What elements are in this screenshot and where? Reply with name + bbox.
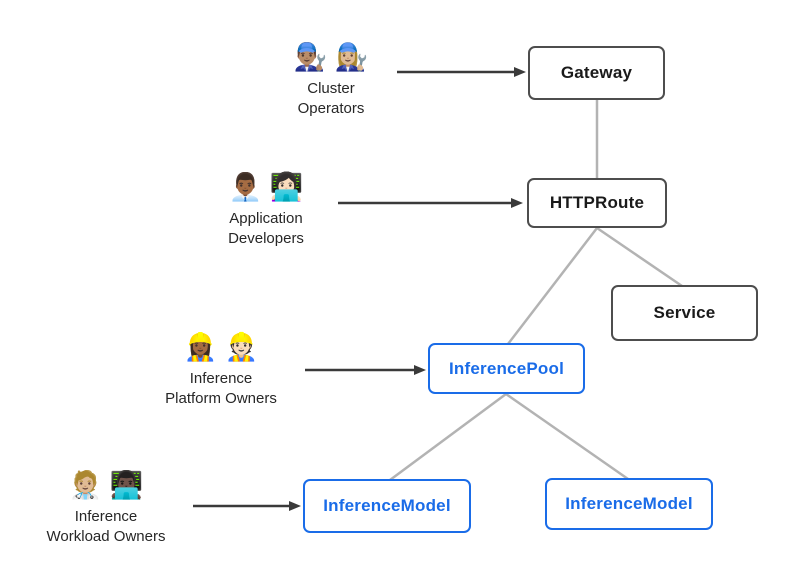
- node-inference-model-right-label: InferenceModel: [565, 494, 693, 513]
- persona-cluster-operators: 👨🏽‍🔧 👩🏼‍🔧 Cluster Operators: [246, 38, 416, 119]
- inference-platform-owners-emoji: 👷🏾‍♀️ 👷🏻: [183, 332, 259, 362]
- persona-application-developers: 👨🏾‍💼 👩🏻‍💻 Application Developers: [181, 168, 351, 249]
- inference-platform-owners-label: Inference Platform Owners: [165, 370, 277, 407]
- node-inference-pool: InferencePool: [428, 343, 585, 394]
- node-httproute: HTTPRoute: [527, 178, 667, 228]
- edge-inferencepool-inferencemodel-right: [505, 392, 629, 481]
- node-service: Service: [611, 285, 758, 341]
- inference-workload-owners-label: Inference Workload Owners: [46, 508, 166, 545]
- application-developers-label: Application Developers: [228, 210, 304, 247]
- inference-workload-owners-emoji: 🧑🏼‍⚕️ 👨🏿‍💻: [68, 470, 144, 500]
- edge-httproute-service: [596, 226, 683, 288]
- node-inference-model-left-label: InferenceModel: [323, 496, 451, 515]
- node-service-label: Service: [653, 303, 716, 322]
- node-inference-model-right: InferenceModel: [545, 478, 713, 530]
- cluster-operators-emoji: 👨🏽‍🔧 👩🏼‍🔧: [293, 42, 369, 72]
- edge-httproute-inferencepool: [507, 227, 598, 345]
- edge-inferencepool-inferencemodel-left: [389, 392, 507, 482]
- node-httproute-label: HTTPRoute: [549, 193, 645, 212]
- persona-inference-platform-owners: 👷🏾‍♀️ 👷🏻 Inference Platform Owners: [136, 328, 306, 409]
- node-inference-pool-label: InferencePool: [448, 358, 565, 378]
- persona-inference-workload-owners: 🧑🏼‍⚕️ 👨🏿‍💻 Inference Workload Owners: [21, 466, 191, 547]
- cluster-operators-label: Cluster Operators: [297, 80, 365, 117]
- node-gateway-label: Gateway: [560, 63, 633, 82]
- node-gateway: Gateway: [528, 46, 665, 100]
- node-inference-model-left: InferenceModel: [303, 479, 471, 533]
- application-developers-emoji: 👨🏾‍💼 👩🏻‍💻: [228, 172, 304, 202]
